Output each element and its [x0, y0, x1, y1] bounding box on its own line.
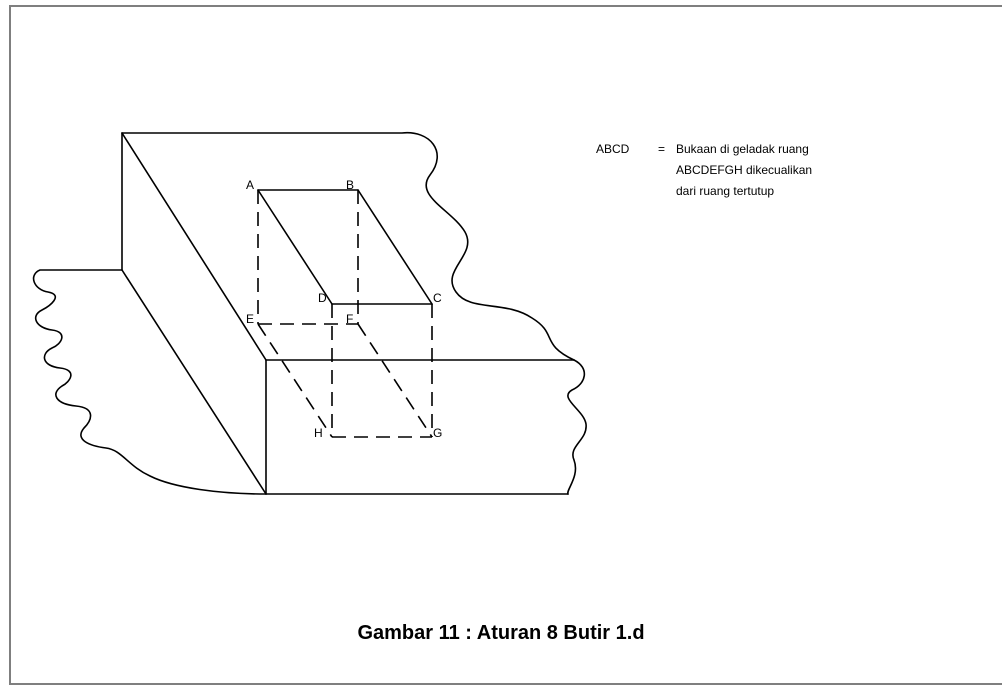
legend-line-3: dari ruang tertutup: [676, 184, 774, 198]
coaming-slant-edge: [121, 132, 267, 361]
label-b: B: [346, 178, 354, 192]
block-lower-slope: [121, 269, 267, 495]
label-c: C: [433, 291, 442, 305]
legend-equals: =: [658, 142, 665, 156]
front-face-wavy-right: [567, 359, 587, 495]
hatch-diagram: A B C D E F G H ABCD = Bukaan di geladak…: [32, 132, 812, 495]
label-e: E: [246, 312, 254, 326]
opening-edge-da: [257, 189, 333, 305]
deck-top-wavy-edge: [121, 132, 575, 361]
legend-line-2: ABCDEFGH dikecualikan: [676, 163, 812, 177]
figure-caption: Gambar 11 : Aturan 8 Butir 1.d: [357, 622, 645, 644]
label-h: H: [314, 426, 323, 440]
opening-edge-bc: [357, 189, 433, 305]
legend-key: ABCD: [596, 142, 630, 156]
label-a: A: [246, 178, 254, 192]
label-f: F: [346, 312, 353, 326]
legend-line-1: Bukaan di geladak ruang: [676, 142, 809, 156]
lower-deck-wavy-left: [32, 269, 267, 495]
label-g: G: [433, 426, 442, 440]
hidden-edge-fg: [357, 323, 433, 438]
label-d: D: [318, 291, 327, 305]
hidden-edge-eh: [257, 323, 333, 438]
